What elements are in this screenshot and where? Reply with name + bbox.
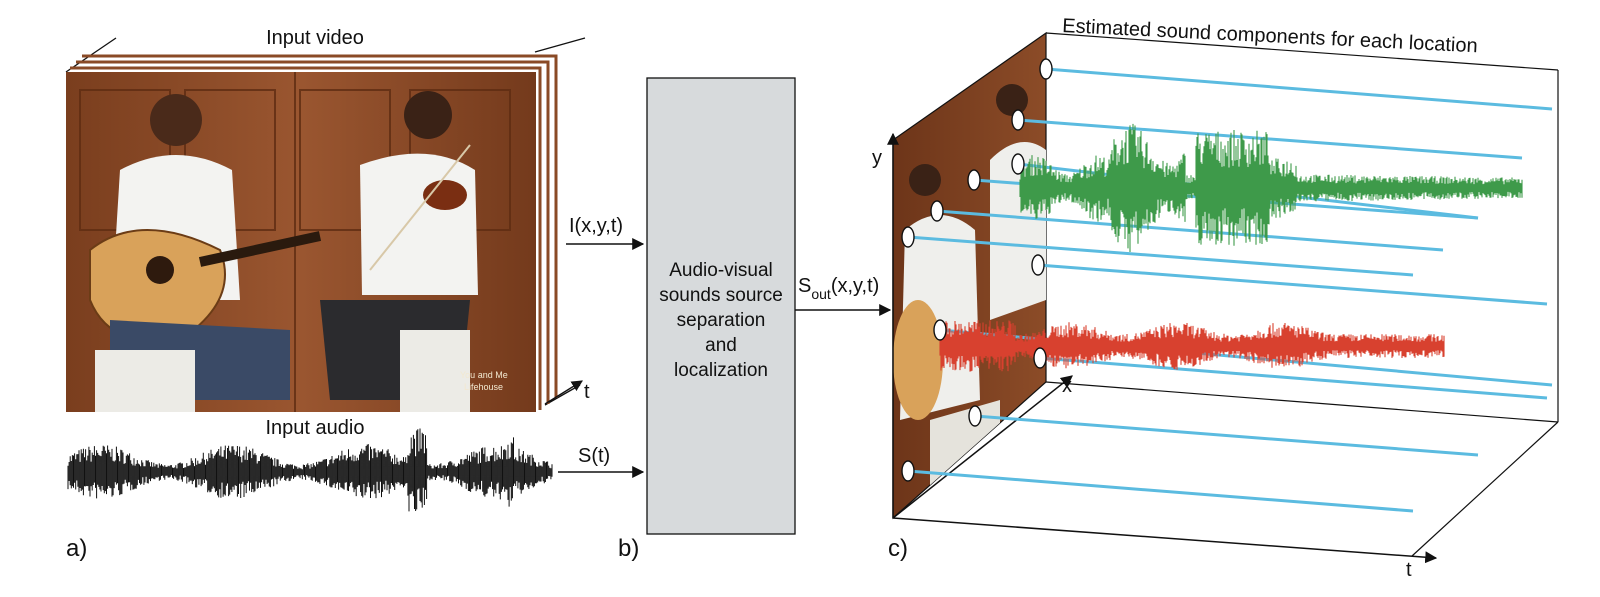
panel-c-label: c) — [888, 535, 908, 562]
x-axis — [892, 375, 1073, 519]
location-marker — [967, 169, 981, 191]
location-marker — [901, 460, 915, 482]
separation-box-text: Audio-visual sounds source separation and lo… — [659, 260, 783, 381]
separation-box-line: and — [705, 335, 737, 356]
location-marker — [1011, 153, 1025, 175]
video-time-arrow — [544, 380, 583, 405]
location-sound-line — [1037, 263, 1548, 306]
violin-sound-component-waveform — [1019, 123, 1523, 252]
location-sound-line — [1045, 67, 1553, 111]
t-axis-label: t — [1406, 559, 1412, 581]
location-marker — [1011, 109, 1025, 131]
panel-a: You and Me Lifehouse Input video t Input… — [65, 27, 590, 562]
location-marker — [930, 200, 944, 222]
input-audio-title: Input audio — [266, 417, 365, 439]
input-video-frame: You and Me Lifehouse — [66, 72, 536, 412]
output-signal-label: Sout(x,y,t) — [798, 275, 879, 302]
video-stack-edges — [65, 37, 586, 410]
panel-a-label: a) — [66, 535, 87, 562]
guitar-sound-component-waveform — [939, 320, 1445, 372]
video-time-axis-label: t — [584, 381, 590, 403]
audio-input-signal-label: S(t) — [578, 445, 610, 467]
t-axis — [892, 517, 1438, 564]
separation-box-line: sounds source — [659, 285, 783, 306]
location-markers — [901, 58, 1053, 482]
violin-component-trace — [1019, 123, 1523, 252]
output-signal-args: (x,y,t) — [831, 275, 880, 297]
input-audio-trace — [67, 428, 553, 512]
panel-b: I(x,y,t) S(t) Audio-visual sounds source s… — [558, 77, 892, 562]
location-marker — [1039, 58, 1053, 80]
panel-c-title: Estimated sound components for each loca… — [1062, 15, 1478, 57]
location-sound-line — [936, 209, 1444, 252]
location-marker — [1031, 254, 1045, 276]
location-sound-line — [907, 469, 1414, 513]
panel-b-label: b) — [618, 535, 639, 562]
video-input-signal-label: I(x,y,t) — [569, 215, 623, 237]
perspective-video-frame — [892, 31, 1047, 520]
separation-localization-box — [646, 77, 796, 535]
y-axis-label: y — [872, 147, 882, 169]
location-sound-line — [974, 414, 1479, 457]
separation-box-line: Audio-visual — [669, 260, 773, 281]
volume-outline — [1045, 32, 1559, 557]
video-watermark-line1: You and Me — [460, 370, 508, 380]
output-signal-main: S — [798, 275, 811, 297]
location-sound-line — [1017, 118, 1523, 160]
input-audio-waveform — [67, 428, 553, 512]
location-sound-line — [907, 235, 1414, 277]
violinist-figure — [320, 91, 478, 412]
location-marker — [933, 319, 947, 341]
guitarist-figure — [89, 94, 322, 412]
x-axis-label: x — [1062, 375, 1072, 397]
location-marker — [901, 226, 915, 248]
location-sound-line — [1039, 356, 1548, 400]
separation-box-line: localization — [674, 360, 768, 381]
guitar-component-trace — [939, 320, 1445, 372]
video-watermark-line2: Lifehouse — [464, 382, 503, 392]
location-marker — [1033, 347, 1047, 369]
output-signal-subscript: out — [811, 286, 831, 302]
location-marker — [968, 405, 982, 427]
panel-c: y x t Estimated sound components for eac… — [872, 15, 1559, 581]
input-video-title: Input video — [266, 27, 364, 49]
separation-box-line: separation — [677, 310, 766, 331]
